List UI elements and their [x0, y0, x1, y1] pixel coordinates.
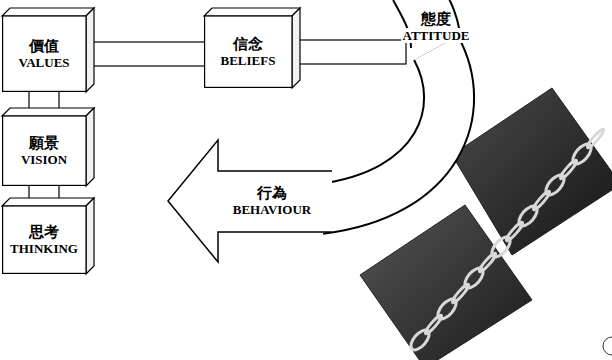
bar-body	[290, 40, 406, 64]
band-outline	[320, 48, 449, 209]
bar-body	[84, 42, 214, 66]
english-label: THINKING	[10, 241, 78, 257]
box-front	[3, 206, 86, 273]
connector-bar	[84, 42, 214, 66]
chinese-label: 價值	[29, 38, 59, 55]
text-group: 價值VALUES	[2, 16, 86, 92]
block-box: 願景VISION	[2, 108, 94, 186]
band-fill	[320, 48, 449, 209]
box-front	[3, 116, 86, 185]
text-group: 思考THINKING	[2, 206, 86, 274]
box-side	[292, 8, 300, 88]
box-front	[3, 16, 86, 91]
arrow-fill	[168, 140, 332, 262]
chinese-label: 願景	[29, 135, 59, 152]
box-side	[86, 198, 94, 274]
bar-axis	[84, 54, 214, 55]
connector-bar	[290, 40, 406, 64]
chain-link	[586, 128, 606, 149]
arrow-outline	[168, 140, 332, 262]
box-side	[86, 108, 94, 186]
english-label: VISION	[21, 152, 67, 168]
chinese-label: 信念	[233, 36, 263, 53]
bar-axis	[290, 52, 406, 53]
box-side	[86, 8, 94, 92]
chain-link	[532, 190, 552, 211]
chain-link	[424, 314, 444, 335]
curved-arrow	[320, 48, 449, 209]
english-label: VALUES	[18, 55, 69, 71]
english-label: BELIEFS	[221, 53, 276, 69]
text-group: 行為BEHAVIOUR	[212, 171, 332, 232]
chain-photo	[360, 205, 532, 360]
chinese-label: 行為	[257, 185, 287, 202]
corner-circle	[603, 337, 612, 355]
block-box: 價值VALUES	[2, 8, 94, 92]
chinese-label: 態度	[419, 11, 453, 28]
box-front	[205, 16, 292, 87]
text-group: 信念BELIEFS	[204, 16, 292, 88]
english-label: BEHAVIOUR	[233, 202, 312, 218]
text-node: 態度ATTITUDE	[396, 6, 476, 48]
text-group: 願景VISION	[2, 116, 86, 186]
chain-link	[478, 252, 498, 273]
box-top	[2, 198, 94, 206]
box-top	[2, 108, 94, 116]
shape-outline	[168, 140, 332, 262]
english-label: ATTITUDE	[401, 28, 472, 44]
text-group: 態度ATTITUDE	[396, 6, 476, 48]
chain-link	[559, 159, 579, 180]
chain-link	[451, 283, 471, 304]
block-box: 信念BELIEFS	[204, 8, 300, 88]
block-box: 思考THINKING	[2, 198, 94, 274]
arrow-shape: 行為BEHAVIOUR	[168, 140, 332, 262]
chain-link	[505, 221, 525, 242]
box-top	[2, 8, 94, 16]
chinese-label: 思考	[29, 224, 59, 241]
box-top	[204, 8, 300, 16]
